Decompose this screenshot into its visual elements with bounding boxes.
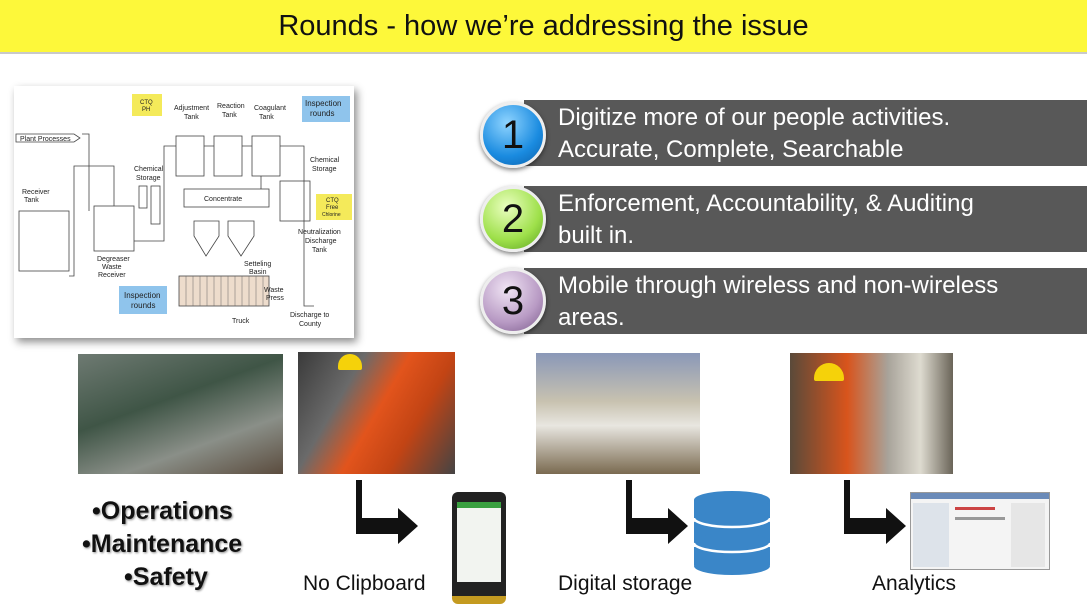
bullet-operations: •Operations	[92, 497, 233, 525]
svg-text:Truck: Truck	[232, 318, 250, 325]
svg-text:rounds: rounds	[310, 109, 334, 118]
bullet-safety: •Safety	[124, 563, 208, 591]
svg-text:rounds: rounds	[131, 301, 155, 310]
photo-worker-at-computer	[790, 353, 953, 474]
mobile-device-icon	[452, 492, 506, 604]
svg-text:Tank: Tank	[259, 114, 274, 121]
svg-text:Inspection: Inspection	[305, 99, 341, 108]
svg-text:Press: Press	[266, 295, 284, 302]
svg-text:Setteling: Setteling	[244, 261, 271, 268]
svg-text:CTQ: CTQ	[326, 198, 339, 204]
svg-text:Free: Free	[326, 205, 339, 211]
analytics-screenshot	[910, 492, 1050, 570]
svg-text:Neutralization: Neutralization	[298, 229, 341, 236]
arrow-icon	[844, 480, 906, 544]
bullet-maintenance: •Maintenance	[82, 530, 243, 558]
svg-text:Receiver: Receiver	[22, 189, 50, 196]
hard-hat	[814, 363, 844, 381]
hard-hat	[338, 354, 362, 370]
caption-no-clipboard: No Clipboard	[303, 572, 426, 595]
svg-text:Tank: Tank	[312, 247, 327, 254]
photo-worker-with-clipboard	[298, 352, 455, 474]
svg-text:PH: PH	[142, 107, 150, 113]
svg-text:Storage: Storage	[312, 166, 337, 173]
svg-text:Concentrate: Concentrate	[204, 196, 242, 203]
svg-text:Tank: Tank	[184, 114, 199, 121]
svg-text:Waste: Waste	[264, 287, 284, 294]
svg-text:Degreaser: Degreaser	[97, 256, 130, 263]
svg-text:Tank: Tank	[24, 197, 39, 204]
svg-text:Receiver: Receiver	[98, 272, 126, 279]
number-badge-3: 3	[480, 268, 546, 334]
caption-analytics: Analytics	[872, 572, 957, 595]
svg-text:Waste: Waste	[102, 264, 122, 271]
svg-text:Tank: Tank	[222, 112, 237, 119]
caption-digital-storage: Digital storage	[558, 572, 693, 595]
svg-text:Chemical: Chemical	[310, 157, 340, 164]
slide-title: Rounds - how we’re addressing the issue	[0, 0, 1087, 54]
photo-pump-equipment	[78, 354, 283, 474]
svg-text:Basin: Basin	[249, 269, 267, 276]
svg-text:Adjustment: Adjustment	[174, 105, 209, 112]
svg-text:Reaction: Reaction	[217, 103, 245, 110]
point-1: Digitize more of our people activities.A…	[524, 100, 1087, 166]
point-3: Mobile through wireless and non-wireless…	[524, 268, 1087, 334]
arrow-icon	[356, 480, 418, 544]
database-icon	[692, 491, 772, 575]
photo-paper-filing-desk	[536, 353, 700, 474]
svg-text:Chlorine: Chlorine	[322, 212, 341, 218]
arrow-icon	[626, 480, 688, 544]
svg-text:CTQ: CTQ	[140, 100, 153, 106]
number-badge-1: 1	[480, 102, 546, 168]
number-badge-2: 2	[480, 186, 546, 252]
svg-text:Discharge: Discharge	[305, 238, 337, 245]
label-plant-processes: Plant Processes	[20, 136, 71, 143]
svg-text:Storage: Storage	[136, 175, 161, 182]
svg-text:County: County	[299, 321, 322, 328]
svg-text:Discharge to: Discharge to	[290, 312, 329, 319]
svg-text:Inspection: Inspection	[124, 291, 160, 300]
svg-text:Chemical: Chemical	[134, 166, 164, 173]
svg-text:Coagulant: Coagulant	[254, 105, 286, 112]
